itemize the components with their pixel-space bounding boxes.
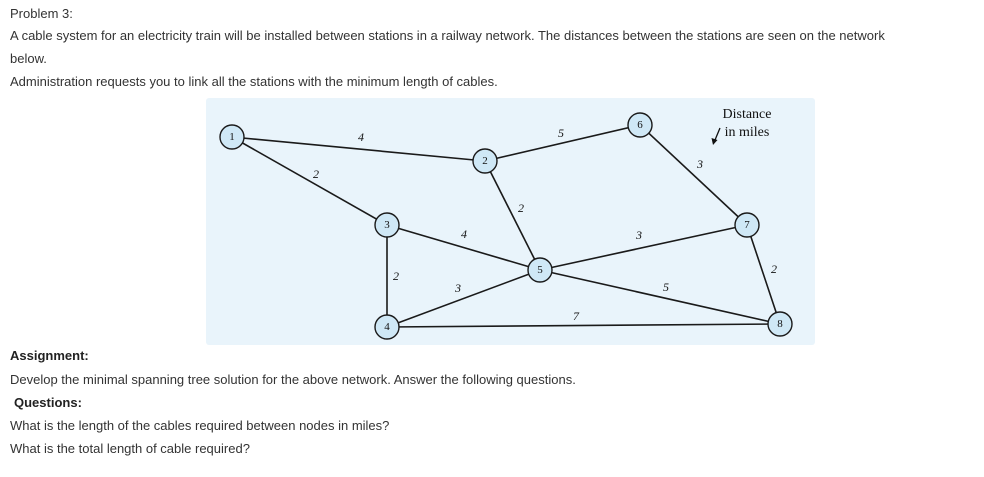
station-label: 8 (777, 318, 783, 330)
edge-6-7 (639, 124, 748, 226)
edge-weight-3-5: 4 (461, 227, 467, 241)
station-circle (374, 212, 400, 238)
assignment-body: Develop the minimal spanning tree soluti… (10, 372, 576, 387)
station-label: 2 (482, 155, 488, 167)
legend: Distance in miles (711, 107, 772, 145)
station-label: 3 (384, 219, 390, 231)
station-node-7: 7 (734, 212, 760, 238)
problem-description-line-3: Administration requests you to link all … (10, 74, 498, 89)
problem-description-line-2: below. (10, 51, 47, 66)
edge-weight-5-8: 5 (663, 280, 669, 294)
station-circle (767, 311, 793, 337)
station-label: 7 (744, 219, 750, 231)
question-2: What is the total length of cable requir… (10, 441, 250, 456)
edge-weight-1-3: 2 (313, 167, 319, 181)
legend-arrow-head-icon (711, 138, 718, 145)
legend-arrow-shaft (714, 127, 721, 141)
edge-1-3 (231, 136, 388, 226)
edge-weight-1-2: 4 (358, 130, 364, 144)
edge-weight-3-4: 2 (393, 269, 399, 283)
assignment-title: Assignment: (10, 348, 89, 363)
station-node-2: 2 (472, 148, 498, 174)
station-label: 4 (384, 321, 390, 333)
edge-weight-4-8: 7 (573, 309, 580, 323)
station-node-1: 1 (219, 124, 245, 150)
edge-weight-6-7: 3 (696, 157, 703, 171)
station-circle (374, 314, 400, 340)
station-node-8: 8 (767, 311, 793, 337)
edge-2-6 (484, 124, 641, 162)
edge-5-8 (539, 269, 781, 325)
edge-3-5 (386, 224, 541, 271)
station-node-4: 4 (374, 314, 400, 340)
edge-5-7 (539, 224, 748, 271)
station-circle (734, 212, 760, 238)
station-label: 5 (537, 264, 543, 276)
questions-title: Questions: (14, 395, 82, 410)
edge-1-2 (231, 136, 486, 162)
railway-network-figure: 4 2 5 2 4 2 3 7 3 5 3 2 1 2 3 4 5 6 7 8 Distance in miles (206, 98, 815, 345)
legend-line-2: in miles (725, 125, 770, 140)
edge-weight-2-6: 5 (558, 126, 564, 140)
edge-weights: 4 2 5 2 4 2 3 7 3 5 3 2 (313, 126, 777, 323)
edge-2-5 (484, 160, 541, 271)
station-circle (219, 124, 245, 150)
station-node-3: 3 (374, 212, 400, 238)
edge-7-8 (746, 224, 781, 325)
network-graph: 4 2 5 2 4 2 3 7 3 5 3 2 1 2 3 4 5 6 7 8 Distance in miles (206, 98, 815, 345)
edge-weight-2-5: 2 (518, 201, 524, 215)
station-label: 6 (637, 119, 643, 131)
edge-4-5 (386, 269, 541, 328)
edges (231, 124, 781, 328)
question-1: What is the length of the cables require… (10, 418, 390, 433)
station-label: 1 (229, 131, 235, 143)
edge-4-8 (386, 323, 781, 328)
problem-description-line-1: A cable system for an electricity train … (10, 28, 885, 43)
edge-weight-4-5: 3 (454, 281, 461, 295)
station-circle (527, 257, 553, 283)
station-node-5: 5 (527, 257, 553, 283)
station-node-6: 6 (627, 112, 653, 138)
station-circle (627, 112, 653, 138)
stations: 1 2 3 4 5 6 7 8 (219, 112, 793, 340)
figure-background (206, 98, 815, 345)
legend-line-1: Distance (723, 107, 772, 122)
edge-weight-5-7: 3 (635, 228, 642, 242)
edge-weight-7-8: 2 (771, 262, 777, 276)
problem-title: Problem 3: (10, 6, 73, 21)
station-circle (472, 148, 498, 174)
